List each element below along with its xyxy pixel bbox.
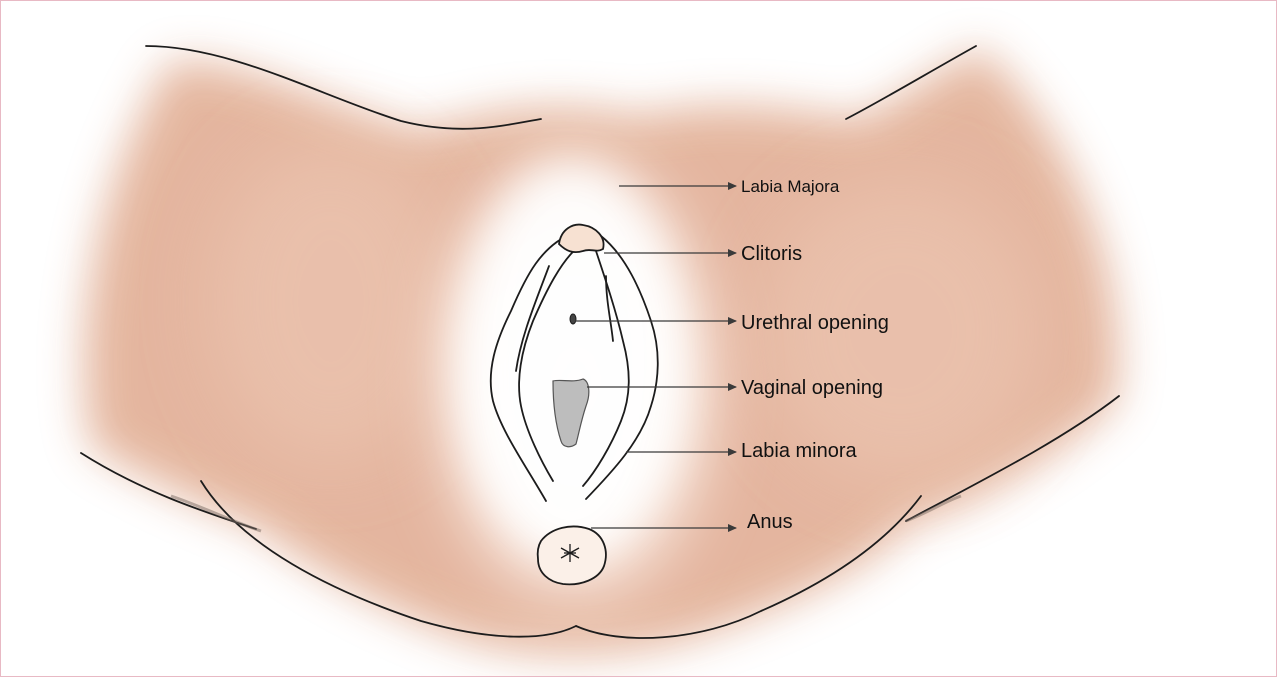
label-vaginal-opening: Vaginal opening (741, 377, 883, 399)
label-clitoris: Clitoris (741, 243, 802, 265)
label-anus: Anus (747, 511, 793, 533)
label-urethral-opening: Urethral opening (741, 312, 889, 334)
central-glow-core (461, 161, 681, 561)
urethral-opening-shape (570, 314, 576, 324)
label-labia-minora: Labia minora (741, 440, 858, 462)
anus-shape (538, 526, 606, 584)
label-labia-majora: Labia Majora (741, 177, 840, 196)
